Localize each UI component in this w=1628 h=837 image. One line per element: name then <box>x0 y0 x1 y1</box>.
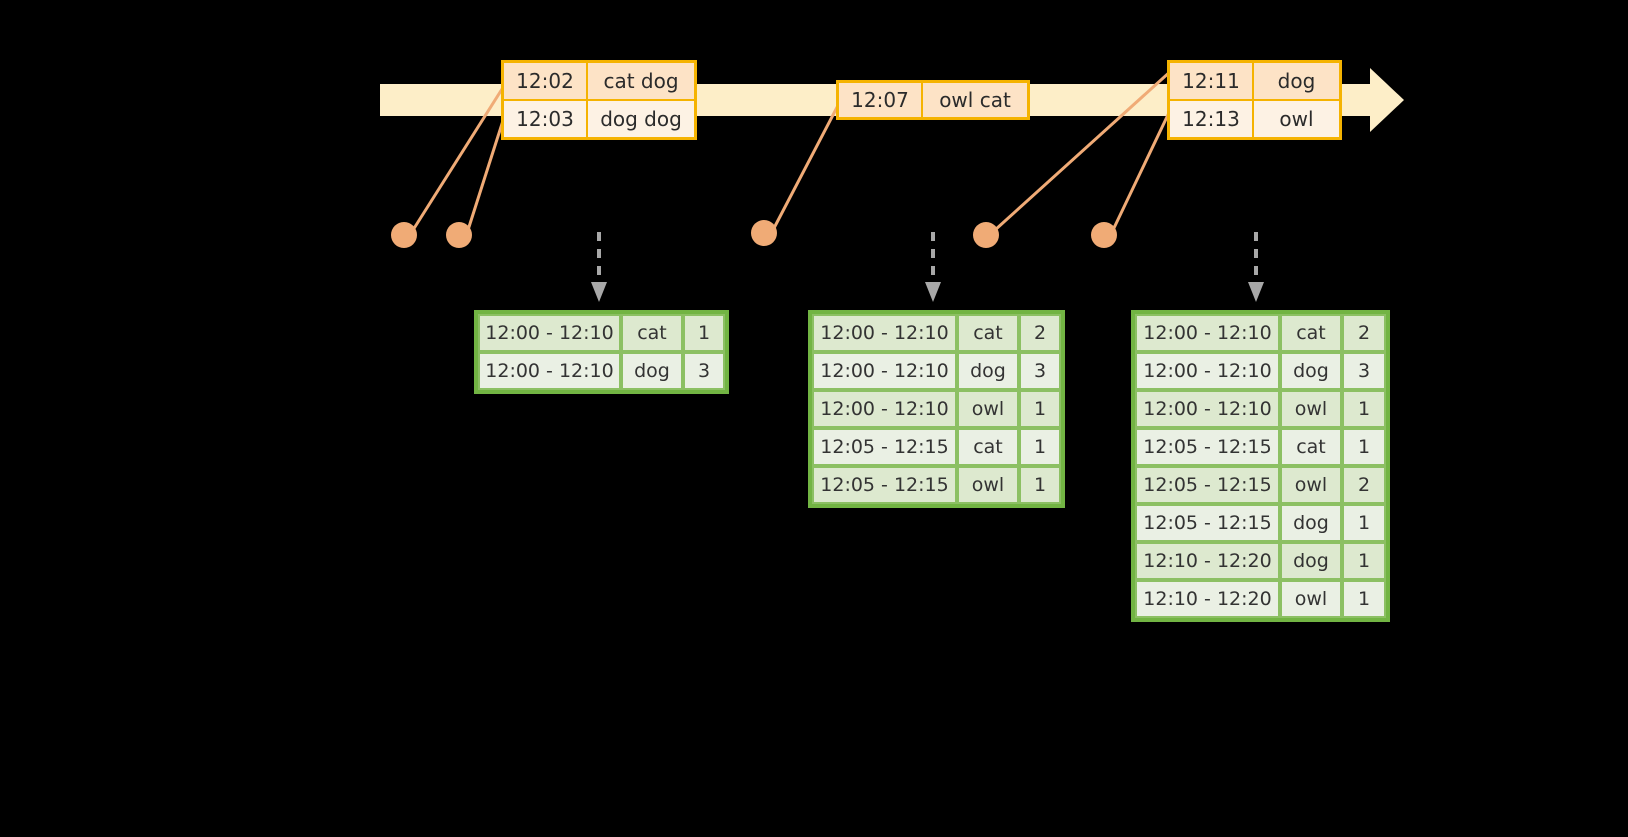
event-box-1: 12:02 cat dog 12:03 dog dog <box>501 60 697 140</box>
cell-key: cat <box>1280 428 1342 466</box>
cell-count: 1 <box>1342 428 1386 466</box>
event-value: owl <box>1254 101 1339 137</box>
table-row: 12:00 - 12:10 cat 2 <box>812 314 1061 352</box>
cell-count: 1 <box>1342 542 1386 580</box>
cell-window: 12:00 - 12:10 <box>1135 352 1280 390</box>
event-time: 12:13 <box>1170 101 1254 137</box>
cell-key: dog <box>621 352 683 390</box>
cell-key: cat <box>957 314 1019 352</box>
event-row: 12:13 owl <box>1170 99 1339 137</box>
cell-key: owl <box>1280 580 1342 618</box>
table-row: 12:05 - 12:15 cat 1 <box>812 428 1061 466</box>
event-row: 12:11 dog <box>1170 63 1339 99</box>
cell-count: 3 <box>683 352 725 390</box>
cell-count: 1 <box>1342 390 1386 428</box>
event-time: 12:02 <box>504 63 588 99</box>
table-row: 12:00 - 12:10 owl 1 <box>1135 390 1386 428</box>
event-value: owl cat <box>923 83 1027 117</box>
cell-key: cat <box>1280 314 1342 352</box>
table-row: 12:00 - 12:10 dog 3 <box>478 352 725 390</box>
event-value: dog dog <box>588 101 694 137</box>
cell-window: 12:05 - 12:15 <box>1135 428 1280 466</box>
table-row: 12:00 - 12:10 cat 1 <box>478 314 725 352</box>
table-row: 12:00 - 12:10 owl 1 <box>812 390 1061 428</box>
trigger-dot-5 <box>1091 222 1117 248</box>
cell-key: dog <box>1280 504 1342 542</box>
down-arrow-icon-3 <box>1248 232 1264 302</box>
result-table-2: 12:00 - 12:10 cat 2 12:00 - 12:10 dog 3 … <box>808 310 1065 508</box>
cell-count: 1 <box>683 314 725 352</box>
table-row: 12:00 - 12:10 dog 3 <box>1135 352 1386 390</box>
cell-count: 1 <box>1342 504 1386 542</box>
table-row: 12:05 - 12:15 owl 1 <box>812 466 1061 504</box>
cell-count: 2 <box>1342 466 1386 504</box>
cell-window: 12:00 - 12:10 <box>812 352 957 390</box>
cell-window: 12:00 - 12:10 <box>478 352 621 390</box>
table-row: 12:10 - 12:20 owl 1 <box>1135 580 1386 618</box>
event-box-2: 12:07 owl cat <box>836 80 1030 120</box>
cell-key: dog <box>1280 352 1342 390</box>
trigger-dot-1 <box>391 222 417 248</box>
cell-window: 12:05 - 12:15 <box>812 466 957 504</box>
down-arrow-icon-1 <box>591 232 607 302</box>
event-row: 12:03 dog dog <box>504 99 694 137</box>
table-row: 12:00 - 12:10 dog 3 <box>812 352 1061 390</box>
cell-key: dog <box>957 352 1019 390</box>
table-row: 12:05 - 12:15 dog 1 <box>1135 504 1386 542</box>
event-time: 12:03 <box>504 101 588 137</box>
trigger-dot-2 <box>446 222 472 248</box>
result-table-1: 12:00 - 12:10 cat 1 12:00 - 12:10 dog 3 <box>474 310 729 394</box>
table-row: 12:05 - 12:15 cat 1 <box>1135 428 1386 466</box>
cell-window: 12:00 - 12:10 <box>812 390 957 428</box>
result-table-3: 12:00 - 12:10 cat 2 12:00 - 12:10 dog 3 … <box>1131 310 1390 622</box>
cell-key: dog <box>1280 542 1342 580</box>
event-row: 12:07 owl cat <box>839 83 1027 117</box>
cell-count: 1 <box>1019 390 1061 428</box>
event-time: 12:11 <box>1170 63 1254 99</box>
cell-window: 12:05 - 12:15 <box>1135 466 1280 504</box>
cell-key: owl <box>1280 466 1342 504</box>
cell-window: 12:00 - 12:10 <box>1135 314 1280 352</box>
cell-window: 12:00 - 12:10 <box>1135 390 1280 428</box>
cell-count: 1 <box>1019 428 1061 466</box>
cell-window: 12:00 - 12:10 <box>478 314 621 352</box>
cell-count: 3 <box>1342 352 1386 390</box>
cell-window: 12:10 - 12:20 <box>1135 542 1280 580</box>
cell-key: owl <box>957 390 1019 428</box>
cell-count: 1 <box>1019 466 1061 504</box>
cell-window: 12:05 - 12:15 <box>1135 504 1280 542</box>
event-row: 12:02 cat dog <box>504 63 694 99</box>
event-value: dog <box>1254 63 1339 99</box>
timeline-arrow-head <box>1370 68 1404 132</box>
event-value: cat dog <box>588 63 694 99</box>
cell-window: 12:05 - 12:15 <box>812 428 957 466</box>
table-row: 12:00 - 12:10 cat 2 <box>1135 314 1386 352</box>
table-row: 12:10 - 12:20 dog 1 <box>1135 542 1386 580</box>
event-time: 12:07 <box>839 83 923 117</box>
cell-key: owl <box>1280 390 1342 428</box>
cell-count: 2 <box>1342 314 1386 352</box>
cell-count: 3 <box>1019 352 1061 390</box>
event-box-3: 12:11 dog 12:13 owl <box>1167 60 1342 140</box>
trigger-dot-3 <box>751 220 777 246</box>
down-arrow-icon-2 <box>925 232 941 302</box>
table-row: 12:05 - 12:15 owl 2 <box>1135 466 1386 504</box>
cell-count: 1 <box>1342 580 1386 618</box>
trigger-dot-4 <box>973 222 999 248</box>
cell-key: owl <box>957 466 1019 504</box>
cell-window: 12:00 - 12:10 <box>812 314 957 352</box>
cell-key: cat <box>621 314 683 352</box>
cell-key: cat <box>957 428 1019 466</box>
cell-count: 2 <box>1019 314 1061 352</box>
cell-window: 12:10 - 12:20 <box>1135 580 1280 618</box>
